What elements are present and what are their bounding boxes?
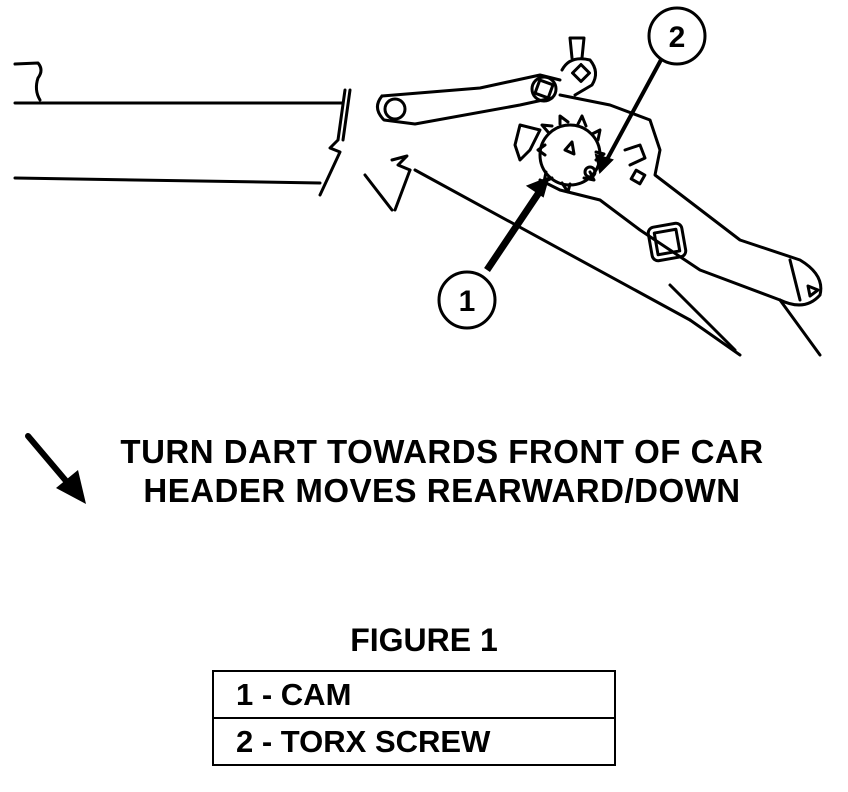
caption-line-2: HEADER MOVES REARWARD/DOWN [143, 472, 741, 509]
legend-row: 2 - TORX SCREW [212, 717, 616, 766]
legend-item-cam: 1 - CAM [212, 670, 616, 719]
right-rail-lines [363, 154, 822, 357]
link-arm [376, 36, 597, 126]
legend-item-torx-screw: 2 - TORX SCREW [212, 717, 616, 766]
callout-2-label: 2 [669, 21, 686, 54]
figure-title: FIGURE 1 [350, 622, 498, 658]
cam [536, 114, 606, 194]
header-rail [13, 61, 352, 197]
callout-1: 1 [437, 270, 497, 330]
bracket-plate [513, 93, 823, 307]
leader-arrows [484, 57, 664, 272]
callout-1-label: 1 [459, 285, 476, 318]
mechanism-illustration: 1 2 [13, 6, 823, 357]
legend-row: 1 - CAM [212, 670, 616, 719]
arrow-down-right-icon [25, 433, 86, 504]
caption-line-1: TURN DART TOWARDS FRONT OF CAR [120, 433, 764, 470]
legend-table: 1 - CAM 2 - TORX SCREW [212, 670, 616, 766]
callout-2: 2 [647, 6, 707, 66]
